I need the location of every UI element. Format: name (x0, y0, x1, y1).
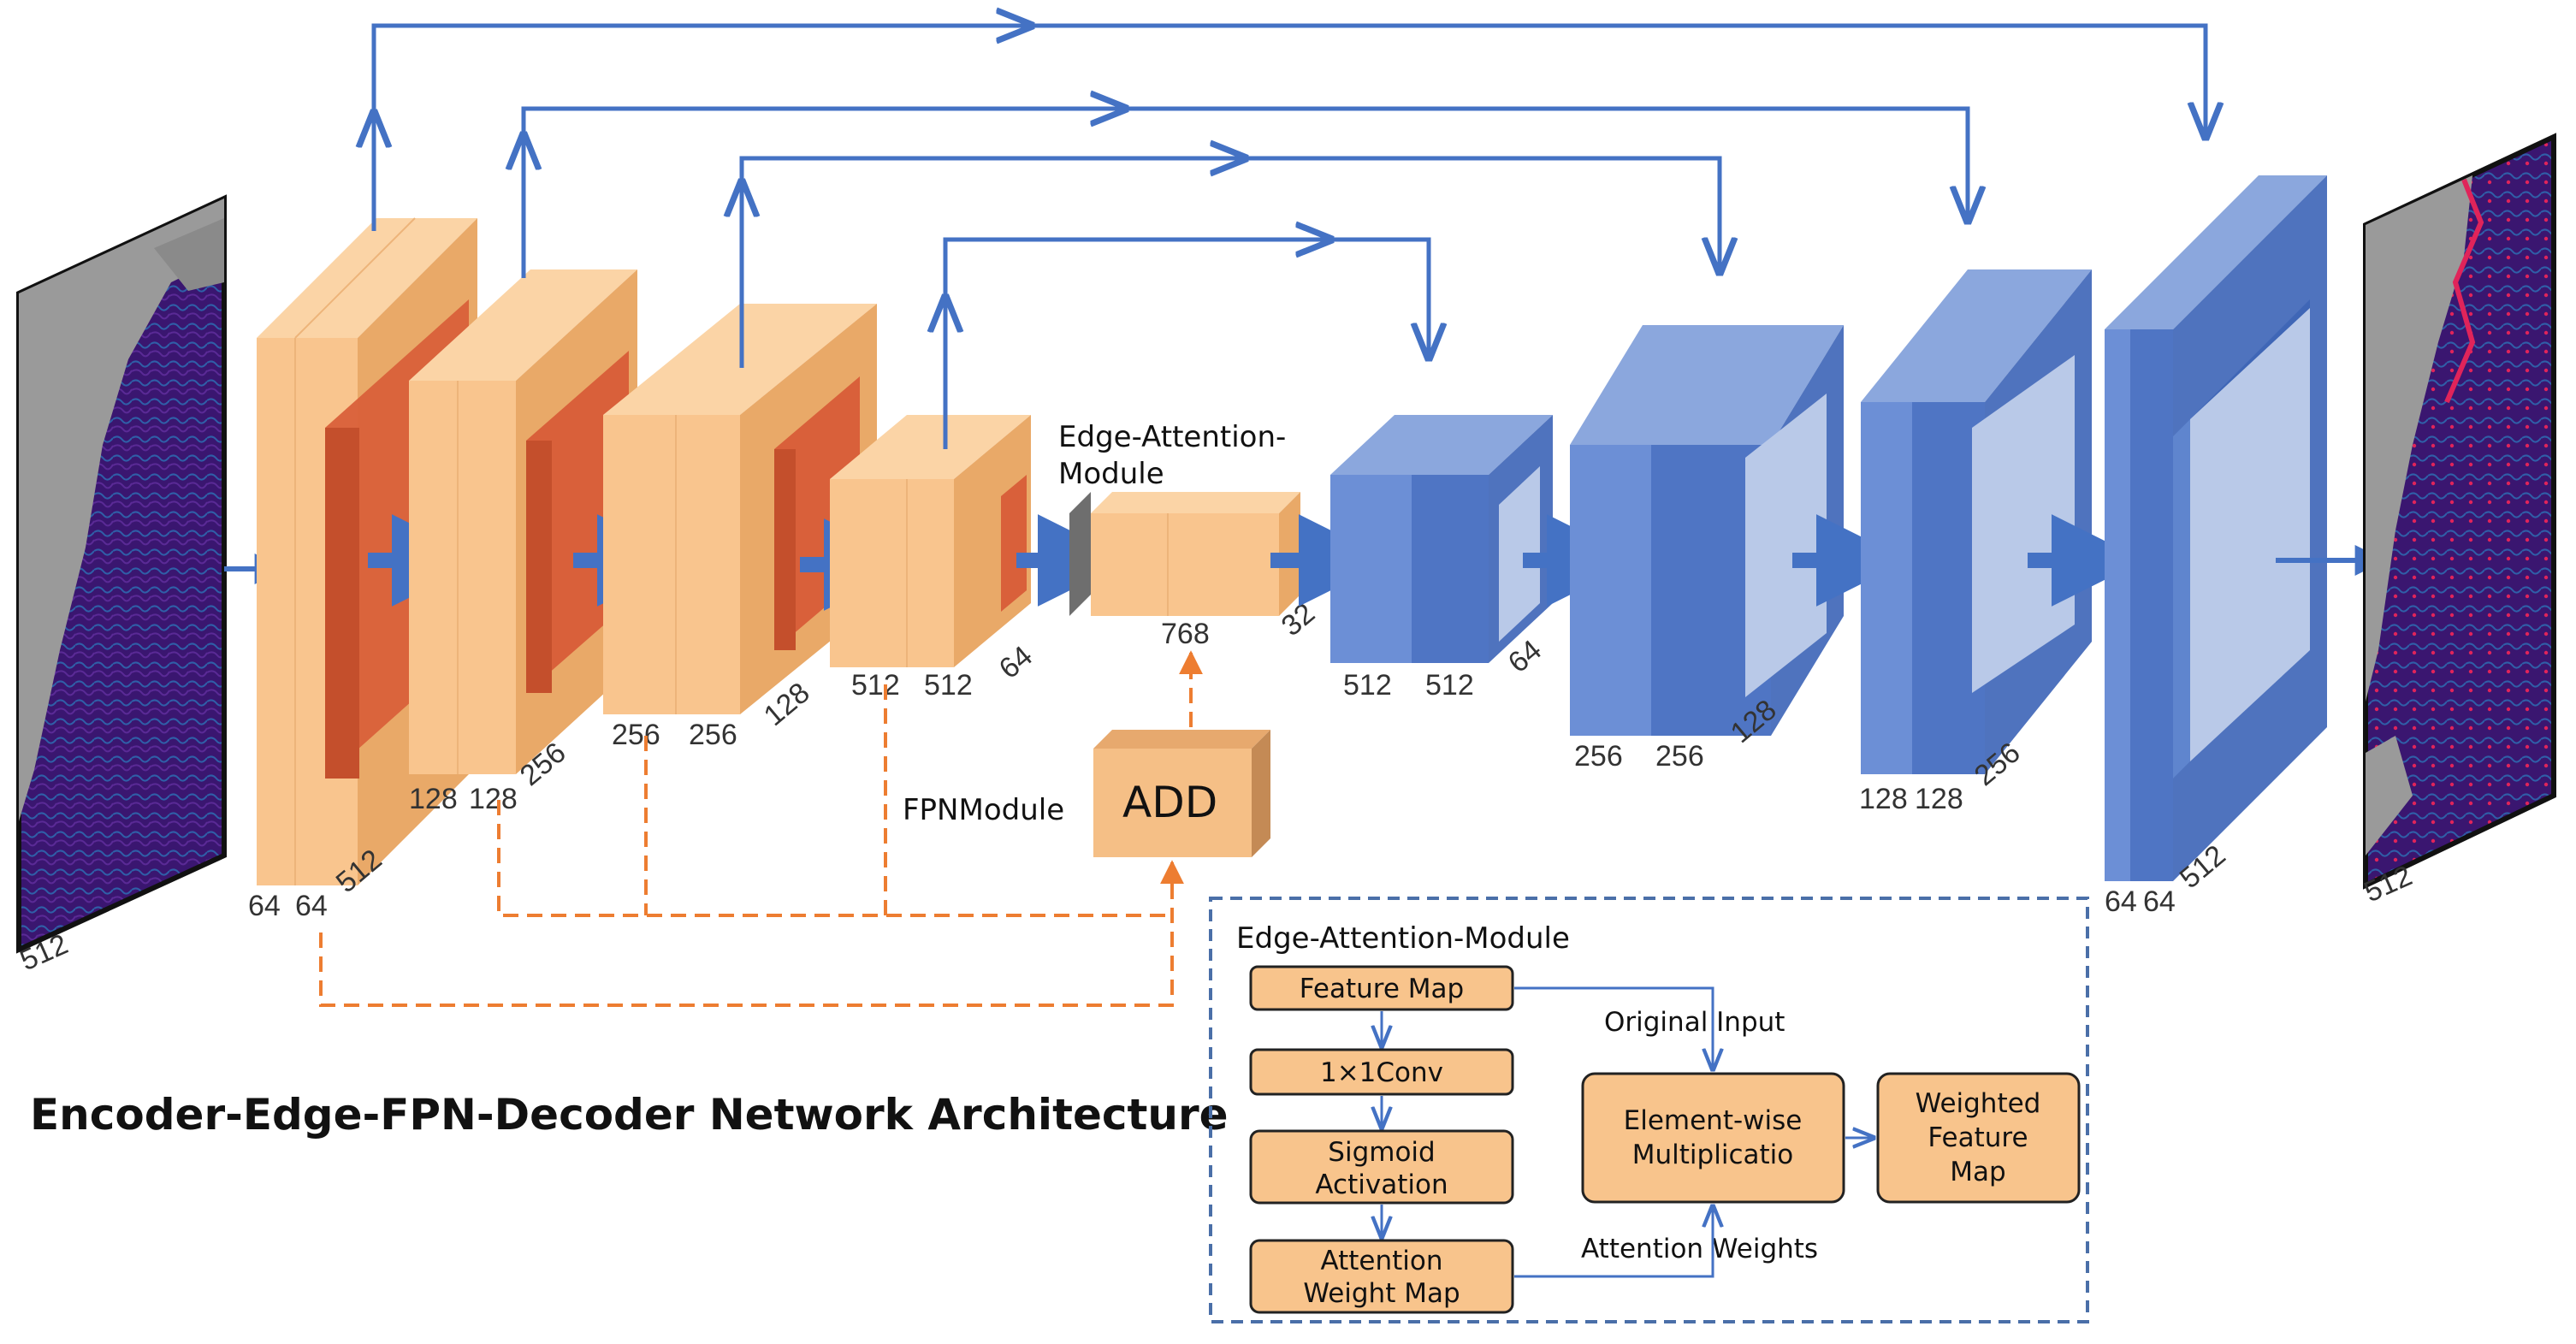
dec1-dim-a: 512 (1343, 669, 1392, 702)
enc2-dim-a: 128 (409, 783, 458, 815)
skip-connection-1 (374, 26, 2206, 231)
weighted-feature-map-box: Weighted Feature Map (1876, 1072, 2081, 1204)
multiply-label-line1: Element-wise (1624, 1105, 1803, 1136)
enc4-dim-c: 64 (993, 640, 1039, 685)
fpn-dashed-connections (319, 650, 1203, 1007)
decoder-block-2: 256 256 128 (1570, 325, 1844, 773)
feature-map-box: Feature Map (1249, 965, 1514, 1011)
encoder-block-2: 128 128 256 (409, 269, 637, 815)
dec3-dim-b: 128 (1915, 783, 1963, 815)
inset-title: Edge-Attention-Module (1236, 921, 1570, 956)
skip-connection-4 (945, 240, 1429, 449)
dec4-dim-b: 64 (2143, 885, 2176, 918)
attention-map-box: Attention Weight Map (1249, 1239, 1514, 1314)
sigmoid-label-line2: Activation (1315, 1169, 1448, 1200)
edge-attention-inset: Edge-Attention-Module Feature Map 1×1Con… (1209, 897, 2089, 1323)
multiply-box: Element-wise Multiplicatio (1581, 1072, 1845, 1204)
dec2-dim-a: 256 (1574, 740, 1623, 773)
attention-map-label-line1: Attention (1320, 1246, 1442, 1276)
enc2-dim-b: 128 (469, 783, 518, 815)
weighted-label-line3: Map (1950, 1157, 2005, 1187)
fpn-label: FPNModule (903, 793, 1064, 827)
page-title: Encoder-Edge-FPN-Decoder Network Archite… (30, 1090, 1229, 1140)
attention-map-label-line2: Weight Map (1303, 1278, 1460, 1309)
enc4-dim-b: 512 (924, 669, 973, 702)
edge-module-label-line1: Edge-Attention- (1058, 420, 1286, 454)
feature-map-label: Feature Map (1300, 974, 1464, 1004)
original-input-label: Original Input (1604, 1007, 1785, 1038)
conv-label: 1×1Conv (1320, 1057, 1443, 1088)
dec2-dim-b: 256 (1655, 740, 1704, 773)
enc1-dim-a: 64 (248, 890, 281, 922)
weighted-label-line2: Feature (1928, 1122, 2028, 1153)
skip-connection-3 (742, 158, 1720, 368)
enc1-dim-b: 64 (295, 890, 328, 922)
weighted-label-line1: Weighted (1916, 1088, 2041, 1119)
edge-dim-a: 768 (1161, 618, 1210, 650)
multiply-label-line2: Multiplicatio (1632, 1140, 1793, 1170)
conv-box: 1×1Conv (1249, 1048, 1514, 1096)
enc3-dim-b: 256 (689, 719, 737, 751)
enc3-dim-a: 256 (612, 719, 660, 751)
fpn-module: ADD FPNModule (903, 730, 1270, 857)
input-image: 512 (15, 194, 227, 977)
edge-module-label-line2: Module (1058, 457, 1164, 491)
add-label: ADD (1122, 778, 1217, 827)
skip-connection-2 (524, 109, 1968, 278)
sigmoid-label-line1: Sigmoid (1328, 1137, 1435, 1168)
dec1-dim-b: 512 (1425, 669, 1474, 702)
inset-arrows (1382, 986, 1874, 1278)
sigmoid-box: Sigmoid Activation (1249, 1129, 1514, 1205)
dec4-dim-a: 64 (2105, 885, 2137, 918)
decoder-block-4: 64 64 512 (2105, 175, 2327, 918)
enc4-dim-a: 512 (851, 669, 900, 702)
dec3-dim-a: 128 (1859, 783, 1908, 815)
decoder-block-1: 512 512 64 (1330, 415, 1553, 702)
attention-weights-label: Attention Weights (1581, 1234, 1818, 1264)
edge-attention-block: Edge-Attention- Module 768 32 (1058, 420, 1321, 650)
output-image: 512 (2360, 133, 2556, 909)
decoder-block-3: 128 128 256 (1859, 269, 2092, 815)
encoder-block-4: 512 512 64 (830, 415, 1039, 702)
